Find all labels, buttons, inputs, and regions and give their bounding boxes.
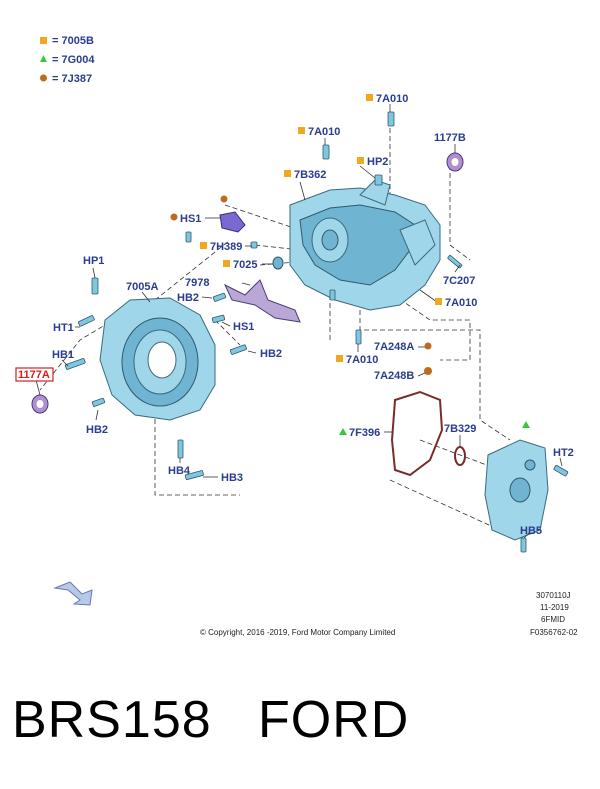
- legend-triangle-icon: [40, 55, 47, 62]
- label-hb2-b: HB2: [260, 348, 282, 360]
- part-labels: 7A010 7A010 1177B HP2 7B362 HS1 7H389 70…: [15, 93, 574, 537]
- label-1177a: 1177A: [18, 369, 50, 381]
- label-7a010-3: 7A010: [445, 297, 477, 309]
- label-7b329: 7B329: [444, 423, 476, 435]
- label-hp1: HP1: [83, 255, 104, 267]
- label-7025: 7025: [233, 259, 257, 271]
- label-hb1: HB1: [52, 349, 74, 361]
- legend-7g004: = 7G004: [52, 54, 95, 66]
- side-cover: [484, 439, 549, 541]
- gasket-7f396: [390, 390, 444, 477]
- label-hs1-b: HS1: [233, 321, 254, 333]
- label-7b362: 7B362: [294, 169, 326, 181]
- label-7005a: 7005A: [126, 281, 158, 293]
- sensor-marker: [220, 195, 228, 203]
- exploded-parts-diagram: = 7005B = 7G004 = 7J387: [15, 35, 578, 637]
- ring-7025: [272, 256, 284, 270]
- legend-7j387: = 7J387: [52, 73, 92, 85]
- copyright-text: © Copyright, 2016 -2019, Ford Motor Comp…: [200, 628, 395, 637]
- info-ref: F0356762-02: [530, 628, 578, 637]
- label-hb5: HB5: [520, 525, 542, 537]
- leader-lines: [35, 104, 563, 539]
- label-7h389: 7H389: [210, 241, 242, 253]
- label-ht2: HT2: [553, 447, 574, 459]
- footer-brand: FORD: [258, 691, 410, 749]
- label-hb3: HB3: [221, 472, 243, 484]
- label-ht1: HT1: [53, 322, 74, 334]
- label-7f396: 7F396: [349, 427, 380, 439]
- label-hb4: HB4: [168, 465, 191, 477]
- seal-1177b: [446, 152, 464, 172]
- label-7c207: 7C207: [443, 275, 475, 287]
- label-7a010-4: 7A010: [346, 354, 378, 366]
- label-hs1-a: HS1: [180, 213, 201, 225]
- shift-fork-7978: [223, 279, 301, 323]
- label-1177b: 1177B: [434, 132, 466, 144]
- transmission-case: [289, 179, 441, 311]
- label-7a248a: 7A248A: [374, 341, 414, 353]
- label-hb2-a: HB2: [177, 292, 199, 304]
- legend: = 7005B = 7G004 = 7J387: [40, 35, 95, 85]
- label-7a248b: 7A248B: [374, 370, 414, 382]
- seal-1177a: [31, 394, 49, 414]
- info-date: 11-2019: [540, 603, 569, 612]
- direction-arrow-icon: [53, 581, 93, 606]
- info-code: 3070110J: [536, 591, 571, 600]
- label-1177a-box: [15, 367, 54, 382]
- label-hp2: HP2: [367, 156, 388, 168]
- legend-circle-icon: [40, 74, 47, 82]
- legend-square-icon: [40, 37, 47, 44]
- legend-7005b: = 7005B: [52, 35, 94, 47]
- sensor-hs1: [219, 211, 246, 233]
- footer-part-number: BRS158: [12, 691, 212, 749]
- clutch-housing: [99, 297, 216, 421]
- label-7978: 7978: [185, 277, 209, 289]
- info-model: 6FMID: [541, 615, 565, 624]
- label-hb2-c: HB2: [86, 424, 108, 436]
- bolts: [64, 111, 569, 553]
- label-7a010-top: 7A010: [376, 93, 408, 105]
- footer-part-code: BRS158 FORD: [12, 690, 409, 750]
- label-7a010-2: 7A010: [308, 126, 340, 138]
- ring-7b329: [454, 446, 466, 466]
- diagram-info: 3070110J 11-2019 6FMID F0356762-02: [530, 591, 578, 637]
